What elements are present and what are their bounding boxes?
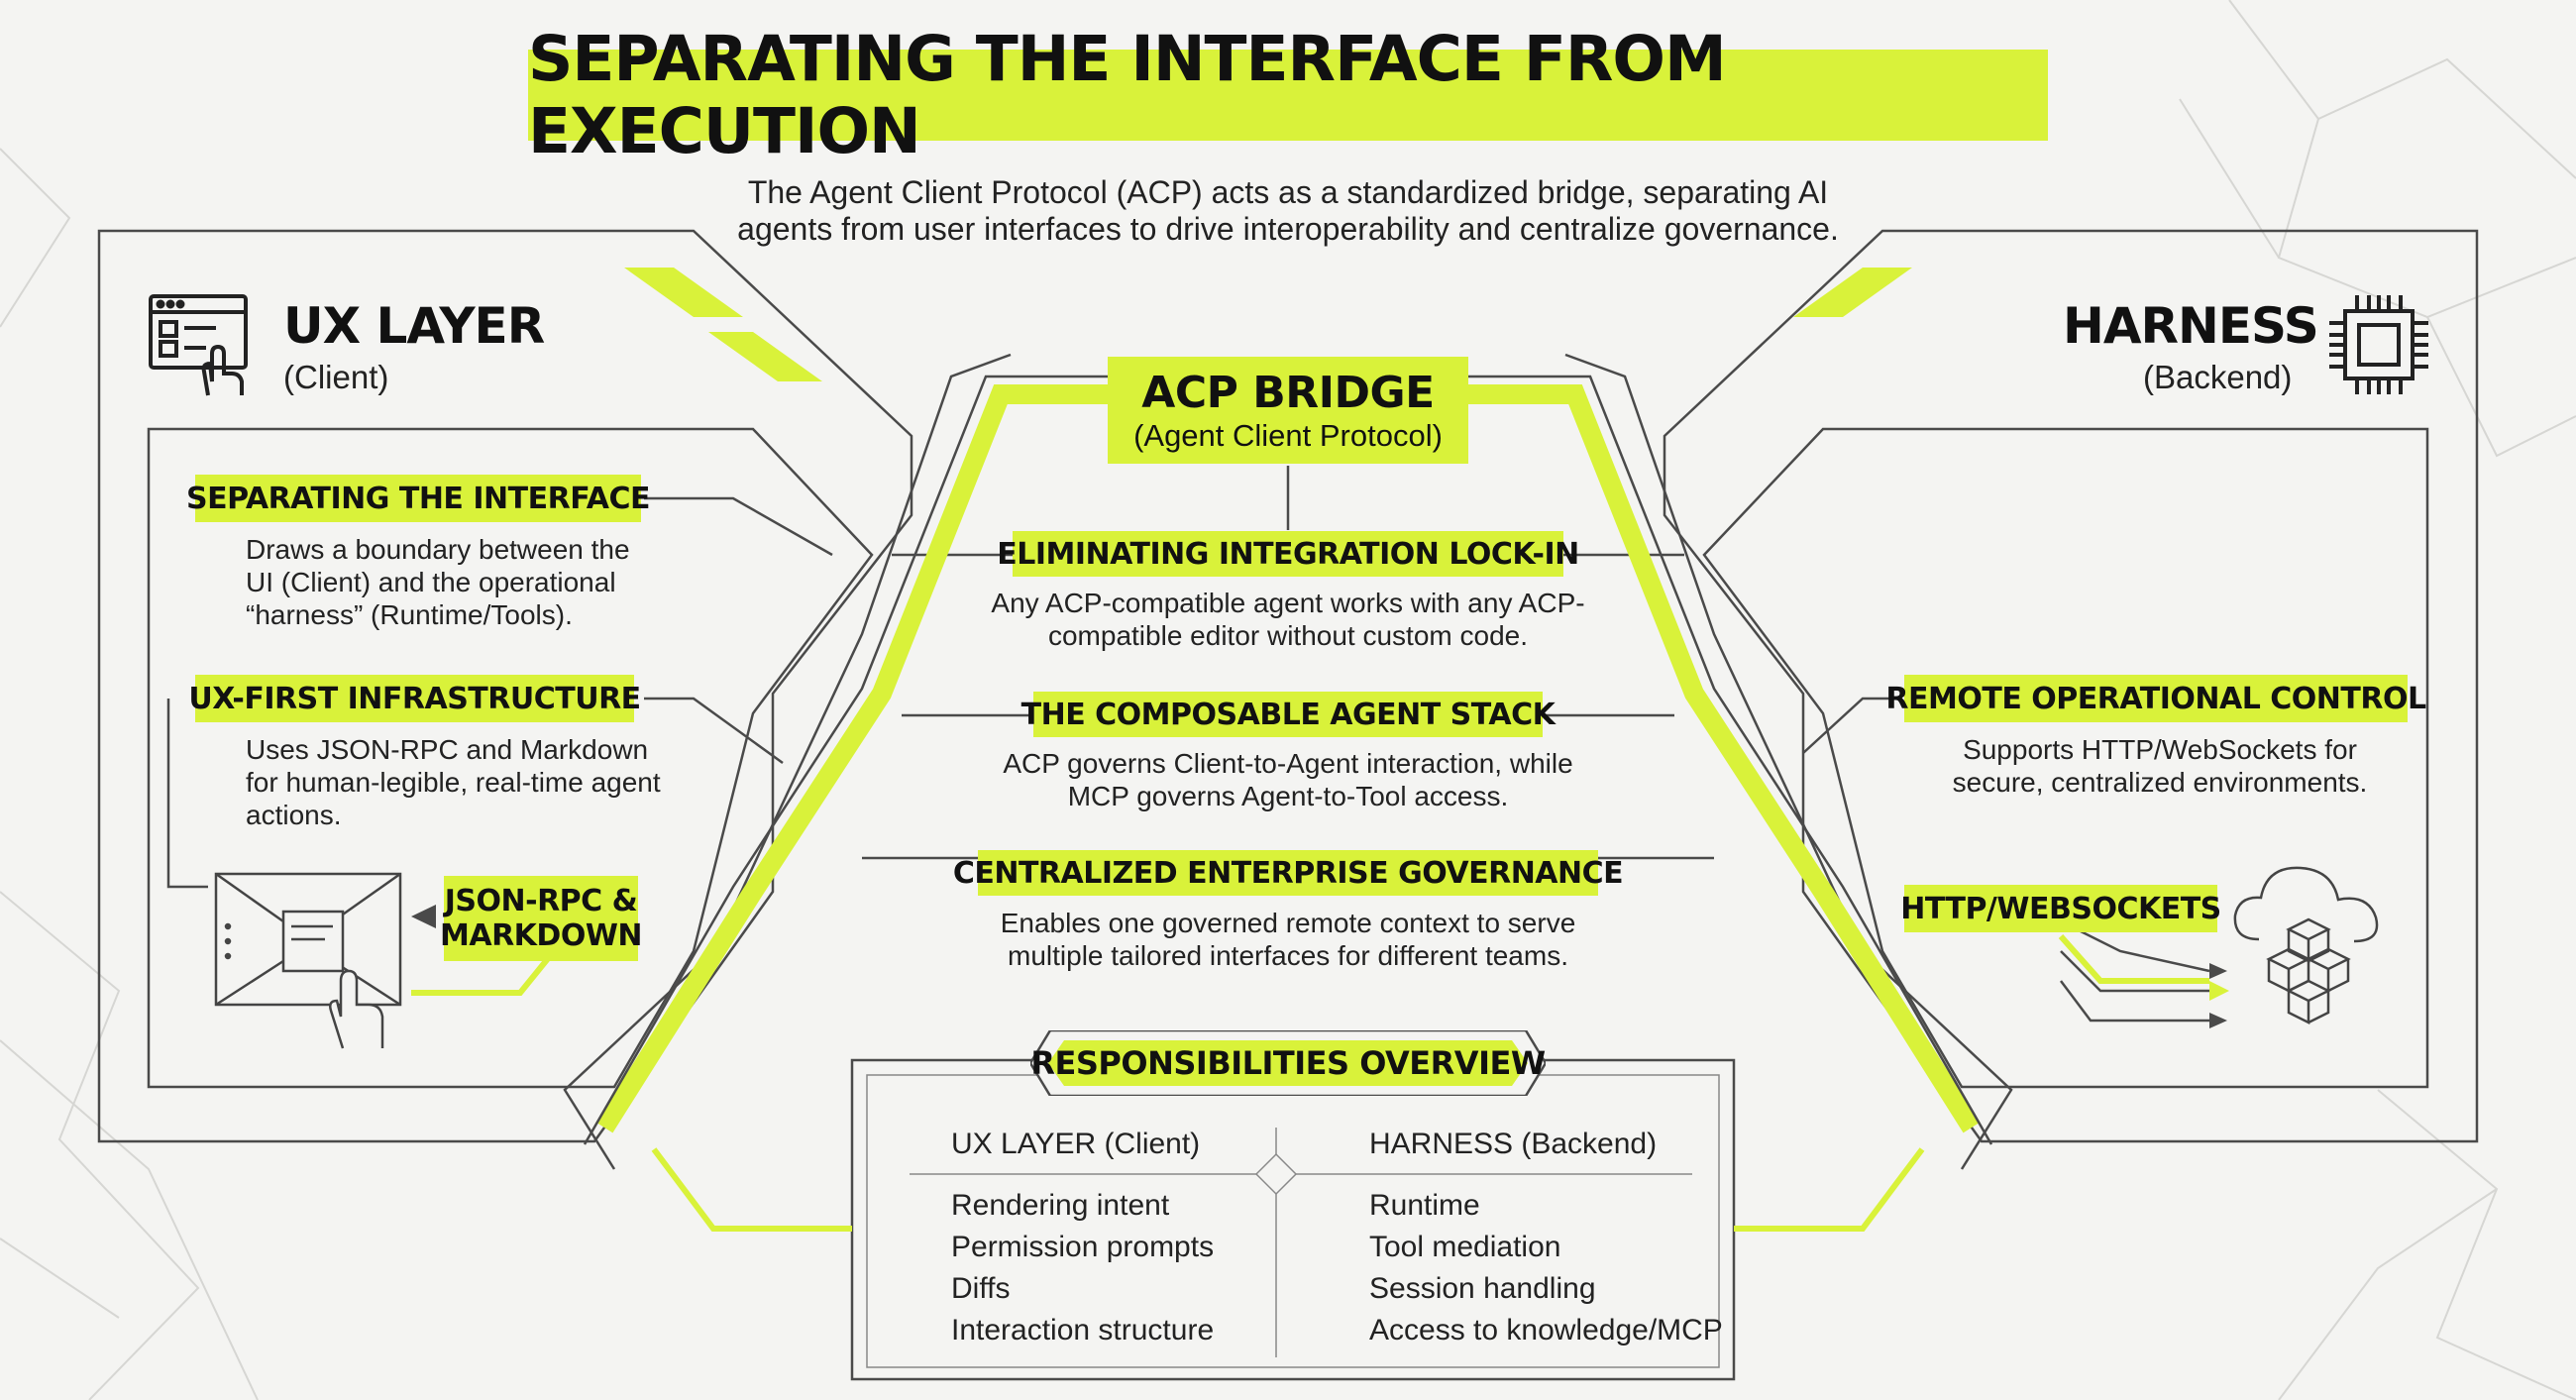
acp-bridge-title: ACP BRIDGE bbox=[1141, 367, 1435, 418]
responsibilities-banner: RESPONSIBILITIES OVERVIEW bbox=[1030, 1030, 1546, 1096]
bridge-item-2-title: THE COMPOSABLE AGENT STACK bbox=[1021, 692, 1556, 737]
json-rpc-markdown-label: JSON-RPC & MARKDOWN bbox=[440, 876, 643, 961]
list-item: Permission prompts bbox=[951, 1231, 1215, 1263]
harness-heading: HARNESS bbox=[2063, 297, 2319, 355]
resp-left-list: Rendering intent Permission prompts Diff… bbox=[951, 1185, 1214, 1351]
ux-item-1-text: Draws a boundary between the UI (Client)… bbox=[246, 534, 630, 630]
bridge-item-2-text: ACP governs Client-to-Agent interaction,… bbox=[1003, 748, 1573, 811]
bridge-item-1-text: Any ACP-compatible agent works with any … bbox=[991, 588, 1585, 651]
harness-item-1-title: REMOTE OPERATIONAL CONTROL bbox=[1885, 675, 2426, 722]
acp-bridge-subtitle: (Agent Client Protocol) bbox=[1133, 417, 1443, 453]
title-banner: SEPARATING THE INTERFACE FROM EXECUTION bbox=[528, 23, 2048, 167]
list-item: Tool mediation bbox=[1369, 1231, 1561, 1263]
intro-text: The Agent Client Protocol (ACP) acts as … bbox=[737, 174, 1839, 247]
bridge-item-1-title: ELIMINATING INTEGRATION LOCK-IN bbox=[997, 531, 1579, 577]
page-title: SEPARATING THE INTERFACE FROM EXECUTION bbox=[528, 23, 1727, 167]
acp-bridge-box: ACP BRIDGE (Agent Client Protocol) bbox=[1108, 357, 1468, 464]
list-item: Session handling bbox=[1369, 1272, 1596, 1305]
editor-window-icon bbox=[214, 872, 402, 1050]
bridge-item-3-title: CENTRALIZED ENTERPRISE GOVERNANCE bbox=[953, 850, 1624, 896]
ux-item-1-title: SEPARATING THE INTERFACE bbox=[186, 475, 650, 522]
responsibilities-title: RESPONSIBILITIES OVERVIEW bbox=[1030, 1044, 1546, 1082]
chip-icon bbox=[2323, 289, 2434, 400]
ux-layer-subheading: (Client) bbox=[283, 359, 389, 395]
list-item: Rendering intent bbox=[951, 1189, 1170, 1222]
resp-right-list: Runtime Tool mediation Session handling … bbox=[1369, 1185, 1723, 1351]
harness-item-1-text: Supports HTTP/WebSockets for secure, cen… bbox=[1952, 734, 2368, 798]
ux-item-2-text: Uses JSON-RPC and Markdown for human-leg… bbox=[246, 734, 661, 830]
list-item: Runtime bbox=[1369, 1189, 1480, 1222]
list-item: Diffs bbox=[951, 1272, 1011, 1305]
browser-click-icon bbox=[147, 292, 256, 401]
list-item: Interaction structure bbox=[951, 1314, 1215, 1346]
ux-item-2-title: UX-FIRST INFRASTRUCTURE bbox=[188, 675, 641, 722]
cloud-cubes-icon bbox=[2229, 860, 2388, 1048]
harness-subheading: (Backend) bbox=[2143, 359, 2293, 395]
http-websockets-label: HTTP/WEBSOCKETS bbox=[1900, 885, 2221, 932]
resp-left-header: UX LAYER (Client) bbox=[951, 1128, 1201, 1160]
ux-layer-heading: UX LAYER bbox=[283, 297, 545, 355]
bridge-item-3-text: Enables one governed remote context to s… bbox=[1000, 908, 1576, 971]
resp-right-header: HARNESS (Backend) bbox=[1369, 1128, 1658, 1160]
list-item: Access to knowledge/MCP bbox=[1369, 1314, 1723, 1346]
